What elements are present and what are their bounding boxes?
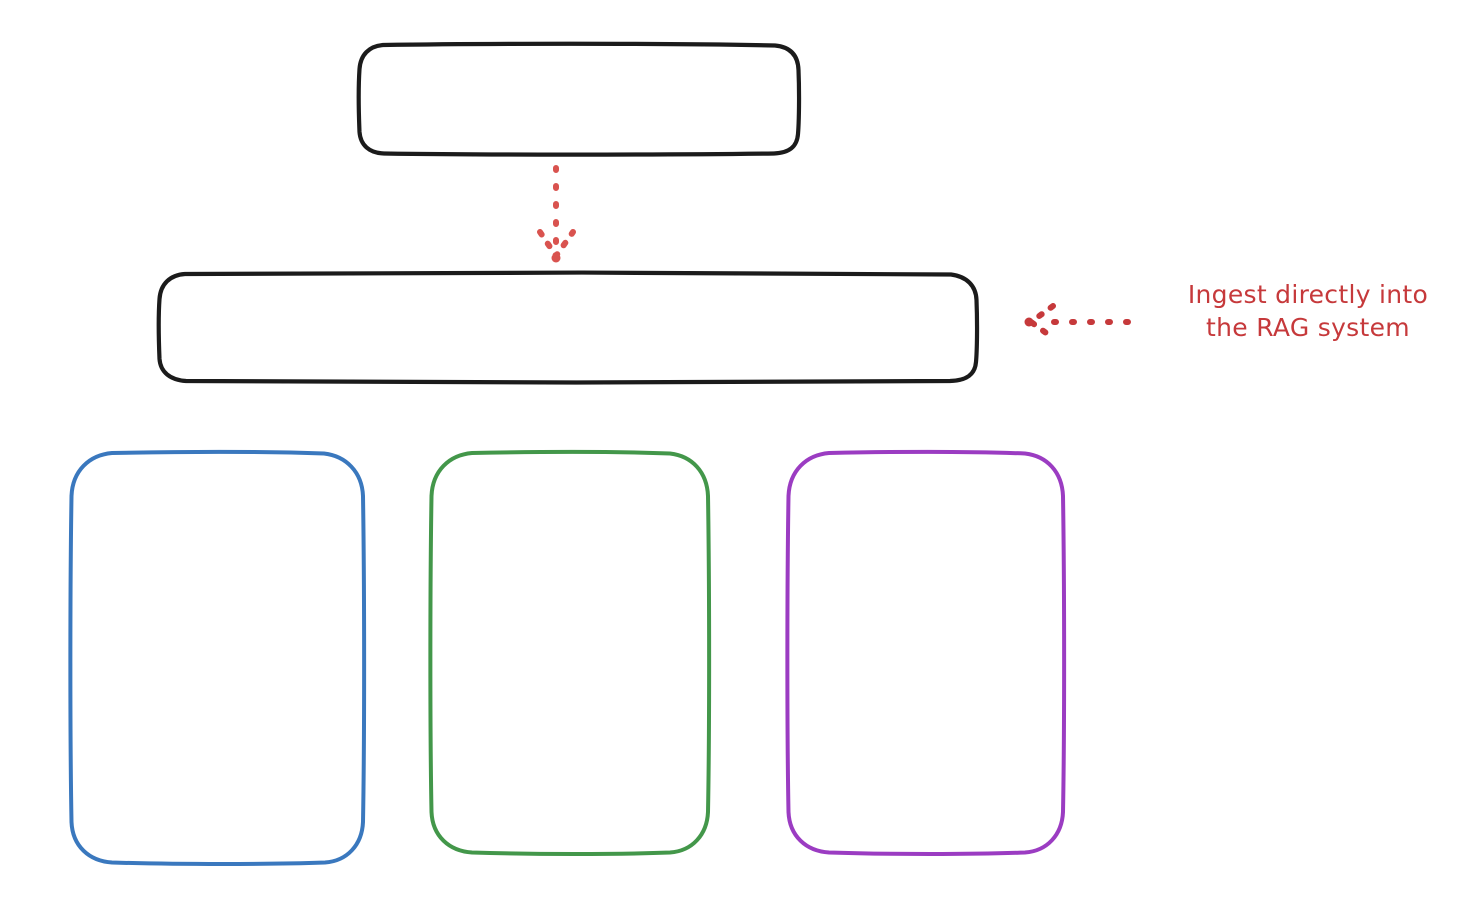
node-relational-io[interactable]: RelationalIO (insert_sql, query_sql) SQL…	[785, 449, 1067, 856]
agent-label: AGENT	[522, 82, 636, 114]
relational-io-api-label: RelationalIO (insert_sql, query_sql)	[848, 567, 1003, 661]
key-value-io-index-label: KeyValueIndex	[476, 708, 663, 738]
node-key-value-io[interactable]: KeyValueIO (set_key, delete_key, get) Ke…	[428, 449, 712, 856]
node-agent[interactable]: AGENT	[356, 41, 802, 157]
annotation-ingest-note: Ingest directly into the RAG system	[1187, 280, 1429, 342]
node-vector-io[interactable]: VectorIO (insert_chunks, delete_chunks, …	[68, 449, 367, 866]
connector-note-to-rag-tool	[1024, 303, 1131, 341]
node-rag-tool[interactable]: RAG Tool	[156, 270, 980, 385]
key-value-io-api-label: KeyValueIO (set_key, delete_key, get)	[466, 567, 673, 661]
relational-io-index-label: SQLTable	[868, 708, 983, 738]
rag-tool-label: RAG Tool	[507, 310, 629, 342]
vector-io-index-label: VectorIndex	[141, 729, 293, 759]
connector-agent-to-rag-tool	[537, 165, 576, 263]
vector-io-api-label: VectorIO (insert_chunks, delete_chunks, …	[119, 555, 315, 683]
